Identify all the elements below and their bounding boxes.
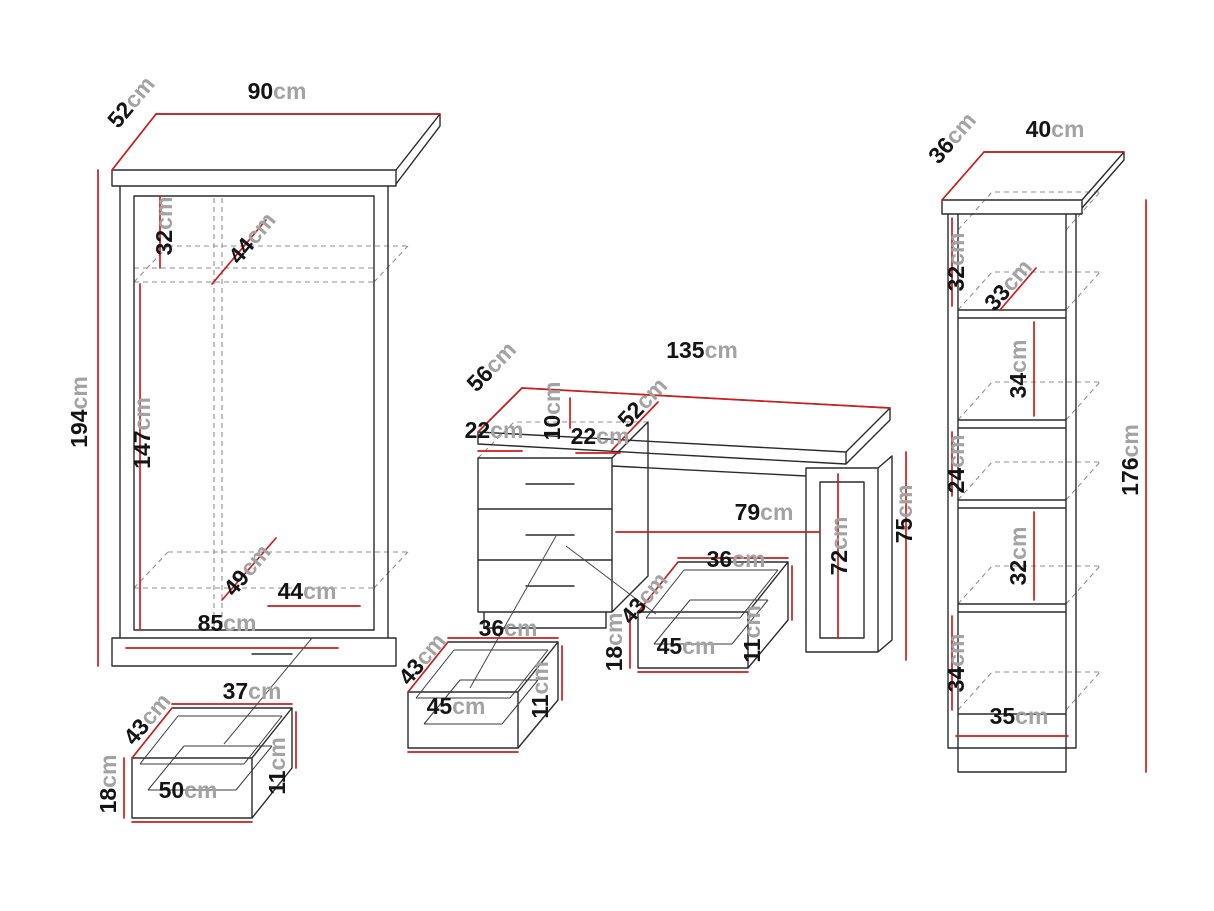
- dim-bookcase-section-3: 24cm: [943, 435, 969, 494]
- dim-wardrobe-drawer-back-height: 11cm: [264, 737, 290, 795]
- dim-desk-drawer-right-top-width: 36cm: [707, 546, 766, 572]
- dim-wardrobe-inner-width: 85cm: [198, 610, 257, 636]
- wardrobe-drawing: 52cm 90cm 32cm 44cm 194cm 147cm 49cm 44c…: [66, 71, 441, 745]
- dim-desk-leg-height: 72cm: [826, 517, 852, 576]
- dim-desk-drawer-right-front-height: 18cm: [601, 613, 627, 672]
- dim-desk-side-depth: 52cm: [612, 372, 672, 432]
- dim-bookcase-height: 176cm: [1117, 424, 1143, 496]
- dim-bookcase-shelf-depth: 33cm: [979, 254, 1037, 315]
- dim-desk-left-offset: 22cm: [465, 417, 524, 443]
- dim-desk-drawer-mid-back-height: 11cm: [527, 661, 553, 719]
- dim-wardrobe-drawer-top-width: 37cm: [223, 678, 282, 704]
- dim-bookcase-section-2: 34cm: [1005, 340, 1031, 399]
- dim-desk-top-clearance: 10cm: [539, 382, 565, 441]
- dim-bookcase-inner-width: 35cm: [990, 703, 1049, 729]
- dim-wardrobe-top-height: 32cm: [151, 197, 177, 256]
- desk-drawer-mid-drawing: 43cm 36cm 45cm 11cm: [393, 615, 563, 753]
- dim-desk-drawer-mid-front-width: 45cm: [427, 693, 486, 719]
- dim-desk-drawer-right-front-width: 45cm: [657, 633, 716, 659]
- dim-desk-drawer-right-back-height: 11cm: [739, 605, 765, 663]
- dim-desk-knee-width: 79cm: [735, 499, 794, 525]
- dim-bookcase-section-5: 34cm: [943, 634, 969, 693]
- dim-wardrobe-top-shelf-depth: 44cm: [223, 207, 281, 269]
- wardrobe-dimension-lines: [97, 113, 441, 667]
- dim-wardrobe-drawer-front-width: 50cm: [159, 777, 218, 803]
- dim-desk-drawer-mid-depth: 43cm: [393, 628, 451, 690]
- dim-desk-width: 135cm: [666, 337, 738, 363]
- bookcase-drawing: 36cm 40cm 32cm 33cm 34cm 24cm 32cm 34cm …: [923, 107, 1147, 773]
- dim-wardrobe-drawer-front-height: 18cm: [95, 755, 121, 814]
- wardrobe-drawer-leader: [223, 637, 313, 745]
- dim-bookcase-section-1: 32cm: [943, 233, 969, 292]
- dim-wardrobe-bottom-shelf-depth: 44cm: [278, 578, 337, 604]
- wardrobe-drawer-inner: [139, 715, 283, 791]
- desk-drawer-mid-dimension-lines: [407, 637, 563, 753]
- dim-bookcase-width: 40cm: [1026, 116, 1085, 142]
- desk-drawer-leaders: [469, 535, 657, 689]
- desk-dimension-lines: [477, 387, 907, 661]
- bookcase-dimension-lines: [941, 151, 1147, 773]
- wardrobe-drawer-drawing: 43cm 37cm 18cm 50cm 11cm: [95, 678, 297, 823]
- dim-desk-height: 75cm: [891, 485, 917, 544]
- wardrobe-drawer-dimension-lines: [123, 703, 297, 823]
- dim-wardrobe-width: 90cm: [248, 78, 307, 104]
- dim-desk-drawer-mid-top-width: 36cm: [479, 615, 538, 641]
- dim-desk-right-offset: 22cm: [571, 423, 630, 449]
- desk-drawer-right-drawing: 43cm 36cm 18cm 45cm 11cm: [601, 546, 793, 673]
- dim-wardrobe-height: 194cm: [66, 376, 92, 448]
- desk-drawer-right-dimension-lines: [629, 557, 793, 673]
- desk-drawer-right-inner: [645, 569, 779, 645]
- dim-bookcase-section-4: 32cm: [1005, 527, 1031, 586]
- dim-bookcase-depth: 36cm: [923, 107, 981, 168]
- desk-drawer-mid-inner: [415, 649, 549, 725]
- dim-desk-depth: 56cm: [461, 336, 521, 396]
- dim-wardrobe-inner-height: 147cm: [129, 397, 155, 469]
- dim-wardrobe-depth: 52cm: [102, 71, 160, 133]
- wardrobe-hidden-edges: [133, 198, 409, 628]
